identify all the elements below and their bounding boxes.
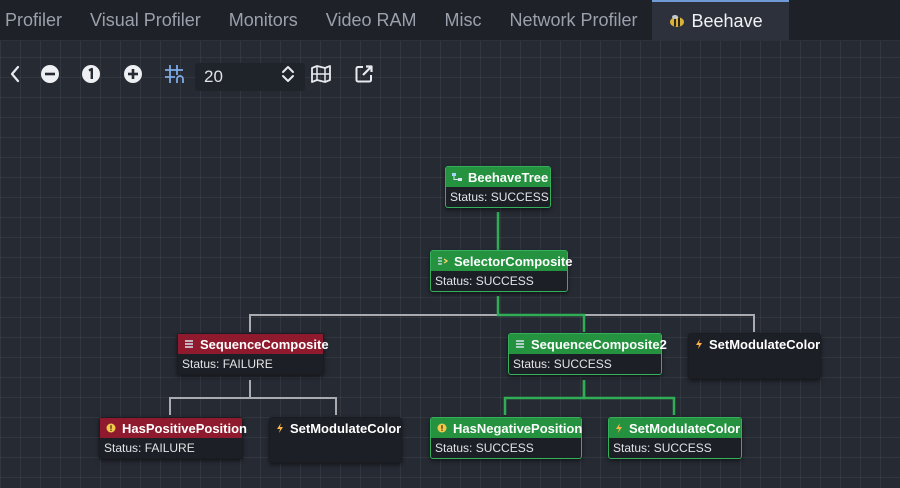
node-header: SetModulateColor (270, 418, 401, 438)
tab-visual-profiler[interactable]: Visual Profiler (76, 0, 215, 40)
condition-icon (106, 423, 116, 433)
minimap-icon (310, 64, 332, 88)
node-has-positive-position[interactable]: HasPositivePosition Status: FAILURE (99, 417, 247, 459)
node-title: SetModulateColor (629, 420, 741, 436)
tab-misc[interactable]: Misc (430, 0, 495, 40)
tab-monitors[interactable]: Monitors (215, 0, 312, 40)
edge-sequence-haspositive (169, 380, 251, 415)
node-header: HasPositivePosition (100, 418, 247, 438)
node-header: BeehaveTree (446, 167, 550, 187)
node-header: SequenceComposite (178, 334, 329, 354)
node-title: HasPositivePosition (122, 420, 247, 436)
node-status: Status: SUCCESS (435, 441, 534, 455)
zoom-in-button[interactable] (120, 56, 146, 96)
grid-size-value: 20 (204, 67, 223, 86)
graph-toolbar: 20 (0, 56, 900, 96)
edge-selector-sequence2 (496, 296, 586, 332)
zoom-out-button[interactable] (37, 56, 63, 96)
node-title: SelectorComposite (454, 253, 573, 269)
action-icon (695, 339, 703, 349)
node-status: Status: FAILURE (182, 357, 273, 371)
node-has-negative-position[interactable]: HasNegativePosition Status: SUCCESS (430, 417, 582, 459)
stepper-icon (281, 64, 295, 88)
back-button[interactable] (2, 56, 28, 96)
tab-profiler[interactable]: Profiler (0, 0, 76, 40)
node-header: SetModulateColor (609, 418, 741, 438)
tab-label: Profiler (5, 9, 63, 30)
node-status: Status: SUCCESS (613, 441, 712, 455)
snap-grid-toggle[interactable] (161, 56, 187, 96)
sequence-icon (515, 339, 525, 349)
grid-size-stepper[interactable] (275, 56, 301, 96)
zoom-in-icon (123, 64, 143, 88)
node-set-modulate-color-1[interactable]: SetModulateColor (688, 333, 821, 379)
node-header: HasNegativePosition (431, 418, 583, 438)
node-selector-composite[interactable]: SelectorComposite Status: SUCCESS (430, 250, 572, 292)
bee-icon (668, 14, 686, 28)
tab-label: Visual Profiler (90, 9, 201, 30)
node-title: SequenceComposite (200, 336, 329, 352)
tab-network-profiler[interactable]: Network Profiler (495, 0, 651, 40)
node-title: BeehaveTree (468, 169, 549, 185)
zoom-out-icon (40, 64, 60, 88)
action-icon (276, 423, 284, 433)
tab-beehave[interactable]: Beehave (651, 0, 789, 40)
debugger-tab-bar: Profiler Visual Profiler Monitors Video … (0, 0, 900, 41)
zoom-reset-button[interactable] (78, 56, 104, 96)
edge-selector-sequence (249, 296, 499, 332)
node-sequence-composite-2[interactable]: SequenceComposite2 Status: SUCCESS (508, 333, 667, 375)
zoom-reset-icon (81, 64, 101, 88)
edge-sequence-setmodulatecolor (249, 380, 337, 415)
tree-icon (452, 172, 462, 182)
node-status: Status: SUCCESS (513, 357, 612, 371)
selector-icon (437, 256, 449, 266)
node-beehave-tree[interactable]: BeehaveTree Status: SUCCESS (445, 166, 551, 208)
condition-icon (437, 423, 447, 433)
tab-label: Beehave (691, 10, 763, 31)
open-external-icon (354, 64, 374, 88)
node-status: Status: SUCCESS (450, 190, 549, 204)
open-external-button[interactable] (351, 56, 377, 96)
edge-sequence2-hasnegative (503, 380, 586, 415)
node-set-modulate-color-2[interactable]: SetModulateColor (269, 417, 402, 463)
tab-video-ram[interactable]: Video RAM (312, 0, 431, 40)
node-status: Status: FAILURE (104, 441, 195, 455)
back-icon (9, 65, 21, 87)
tab-label: Monitors (228, 9, 298, 30)
node-title: SetModulateColor (290, 420, 402, 436)
tab-label: Network Profiler (509, 9, 638, 30)
minimap-button[interactable] (308, 56, 334, 96)
node-set-modulate-color-3[interactable]: SetModulateColor Status: SUCCESS (608, 417, 742, 459)
node-title: SetModulateColor (709, 336, 821, 352)
node-header: SelectorComposite (431, 251, 572, 271)
node-status: Status: SUCCESS (435, 274, 534, 288)
action-icon (615, 423, 623, 433)
snap-grid-icon (163, 63, 185, 89)
node-title: HasNegativePosition (453, 420, 583, 436)
node-title: SequenceComposite2 (531, 336, 667, 352)
tab-label: Misc (444, 9, 482, 30)
sequence-icon (184, 339, 194, 349)
tab-label: Video RAM (325, 9, 417, 30)
node-header: SetModulateColor (689, 334, 820, 354)
node-header: SequenceComposite2 (509, 334, 667, 354)
node-sequence-composite[interactable]: SequenceComposite Status: FAILURE (177, 333, 329, 375)
edge-sequence2-setmodulatecolor (582, 380, 676, 415)
